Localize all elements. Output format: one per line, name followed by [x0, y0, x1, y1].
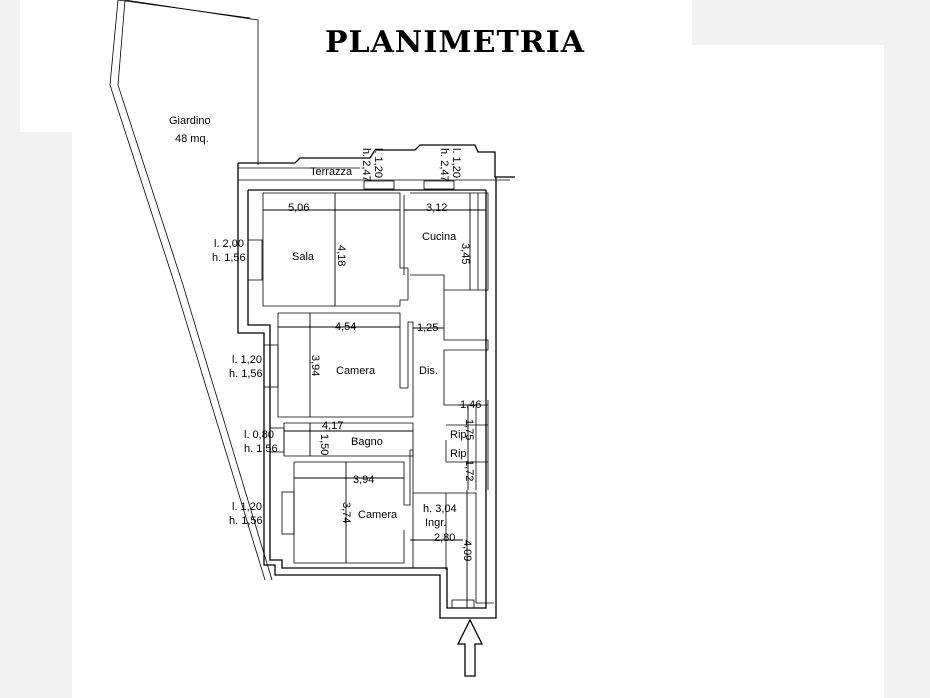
window-bagno-h: h. 1,56	[244, 443, 278, 455]
window-terrace-left-h: h. 2,47	[360, 148, 372, 182]
window-sala-l: l. 2,00	[214, 238, 244, 250]
room-disimpegno	[443, 290, 489, 406]
terrace-label: Terrazza	[310, 166, 353, 178]
dim-sala-height: 4,18	[335, 245, 347, 266]
entrance-arrow-icon	[456, 618, 484, 677]
dim-camera2-width: 3,94	[353, 474, 374, 486]
dim-cucina-width: 3,12	[426, 202, 447, 214]
dim-camera1-width: 4,54	[335, 321, 356, 333]
room-sala	[247, 192, 409, 307]
room-ripostigli	[445, 400, 489, 490]
room-label-camera-2: Camera	[358, 509, 398, 521]
window-camera2-h: h. 1,56	[229, 515, 263, 527]
room-label-cucina: Cucina	[422, 231, 457, 243]
room-label-bagno: Bagno	[351, 436, 383, 448]
room-label-sala: Sala	[292, 251, 315, 263]
window-terrace-left-l: l. 1,20	[372, 148, 384, 178]
paper-sheet-right	[692, 45, 884, 597]
dim-rip1-height: 1,75	[463, 419, 475, 440]
window-bagno-l: l. 0,80	[244, 429, 274, 441]
window-terrace-right-h: h. 2,47	[438, 148, 450, 182]
dim-bagno-width: 4,17	[322, 420, 343, 432]
room-camera-2	[281, 449, 414, 568]
dim-camera2-height: 3,74	[340, 502, 352, 523]
dim-ingr-length: 4,09	[461, 540, 473, 561]
room-label-ingresso: Ingr.	[425, 517, 446, 529]
room-label-rip-2: Rip	[450, 448, 467, 460]
room-label-dis: Dis.	[419, 365, 438, 377]
terrace	[238, 144, 515, 190]
dim-ingr-width: 2,80	[434, 532, 455, 544]
dim-camera1-height: 3,94	[309, 355, 321, 376]
room-label-camera-1: Camera	[336, 365, 376, 377]
dim-rip-width: 1,46	[460, 399, 481, 411]
room-label-rip-1: Rip	[450, 429, 467, 441]
garden-label: Giardino	[169, 115, 211, 127]
page-title: PLANIMETRIA	[324, 25, 586, 60]
dim-sala-width: 5,06	[288, 202, 309, 214]
window-camera1-h: h. 1,56	[229, 368, 263, 380]
room-camera-1	[263, 312, 414, 418]
dim-bagno-height: 1,50	[318, 434, 330, 455]
room-cucina	[403, 192, 489, 291]
dim-rip2-height: 1,72	[463, 460, 475, 481]
outer-walls	[237, 163, 497, 619]
window-terrace-right-l: l. 1,20	[450, 148, 462, 178]
room-ingresso	[413, 492, 494, 609]
garden-area	[109, 0, 273, 581]
dim-ingr-height: h. 3,04	[423, 503, 457, 515]
window-camera2-l: l. 1,20	[232, 501, 262, 513]
window-sala-h: h. 1,56	[212, 252, 246, 264]
dim-dis-width: 1,25	[417, 322, 438, 334]
dim-cucina-height: 3,45	[459, 243, 471, 264]
garden-area-value: 48 mq.	[175, 133, 209, 145]
window-camera1-l: l. 1,20	[232, 354, 262, 366]
